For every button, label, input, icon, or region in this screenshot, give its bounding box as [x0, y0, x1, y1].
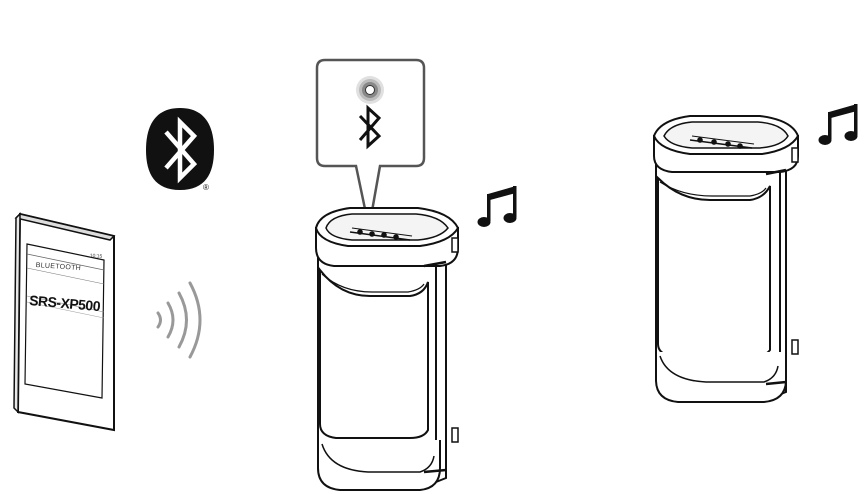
- smartphone: [14, 214, 114, 430]
- bluetooth-logo-icon: [146, 108, 214, 190]
- indicator-light-icon: [356, 76, 384, 104]
- registered-mark: ®: [203, 183, 209, 192]
- music-note-icon: [819, 104, 858, 145]
- speaker-secondary: [654, 116, 798, 402]
- phone-status-time: 10:15: [90, 253, 103, 260]
- wireless-signal-icon: [158, 283, 200, 357]
- speaker-main: [316, 208, 458, 490]
- music-note-icon: [478, 186, 517, 227]
